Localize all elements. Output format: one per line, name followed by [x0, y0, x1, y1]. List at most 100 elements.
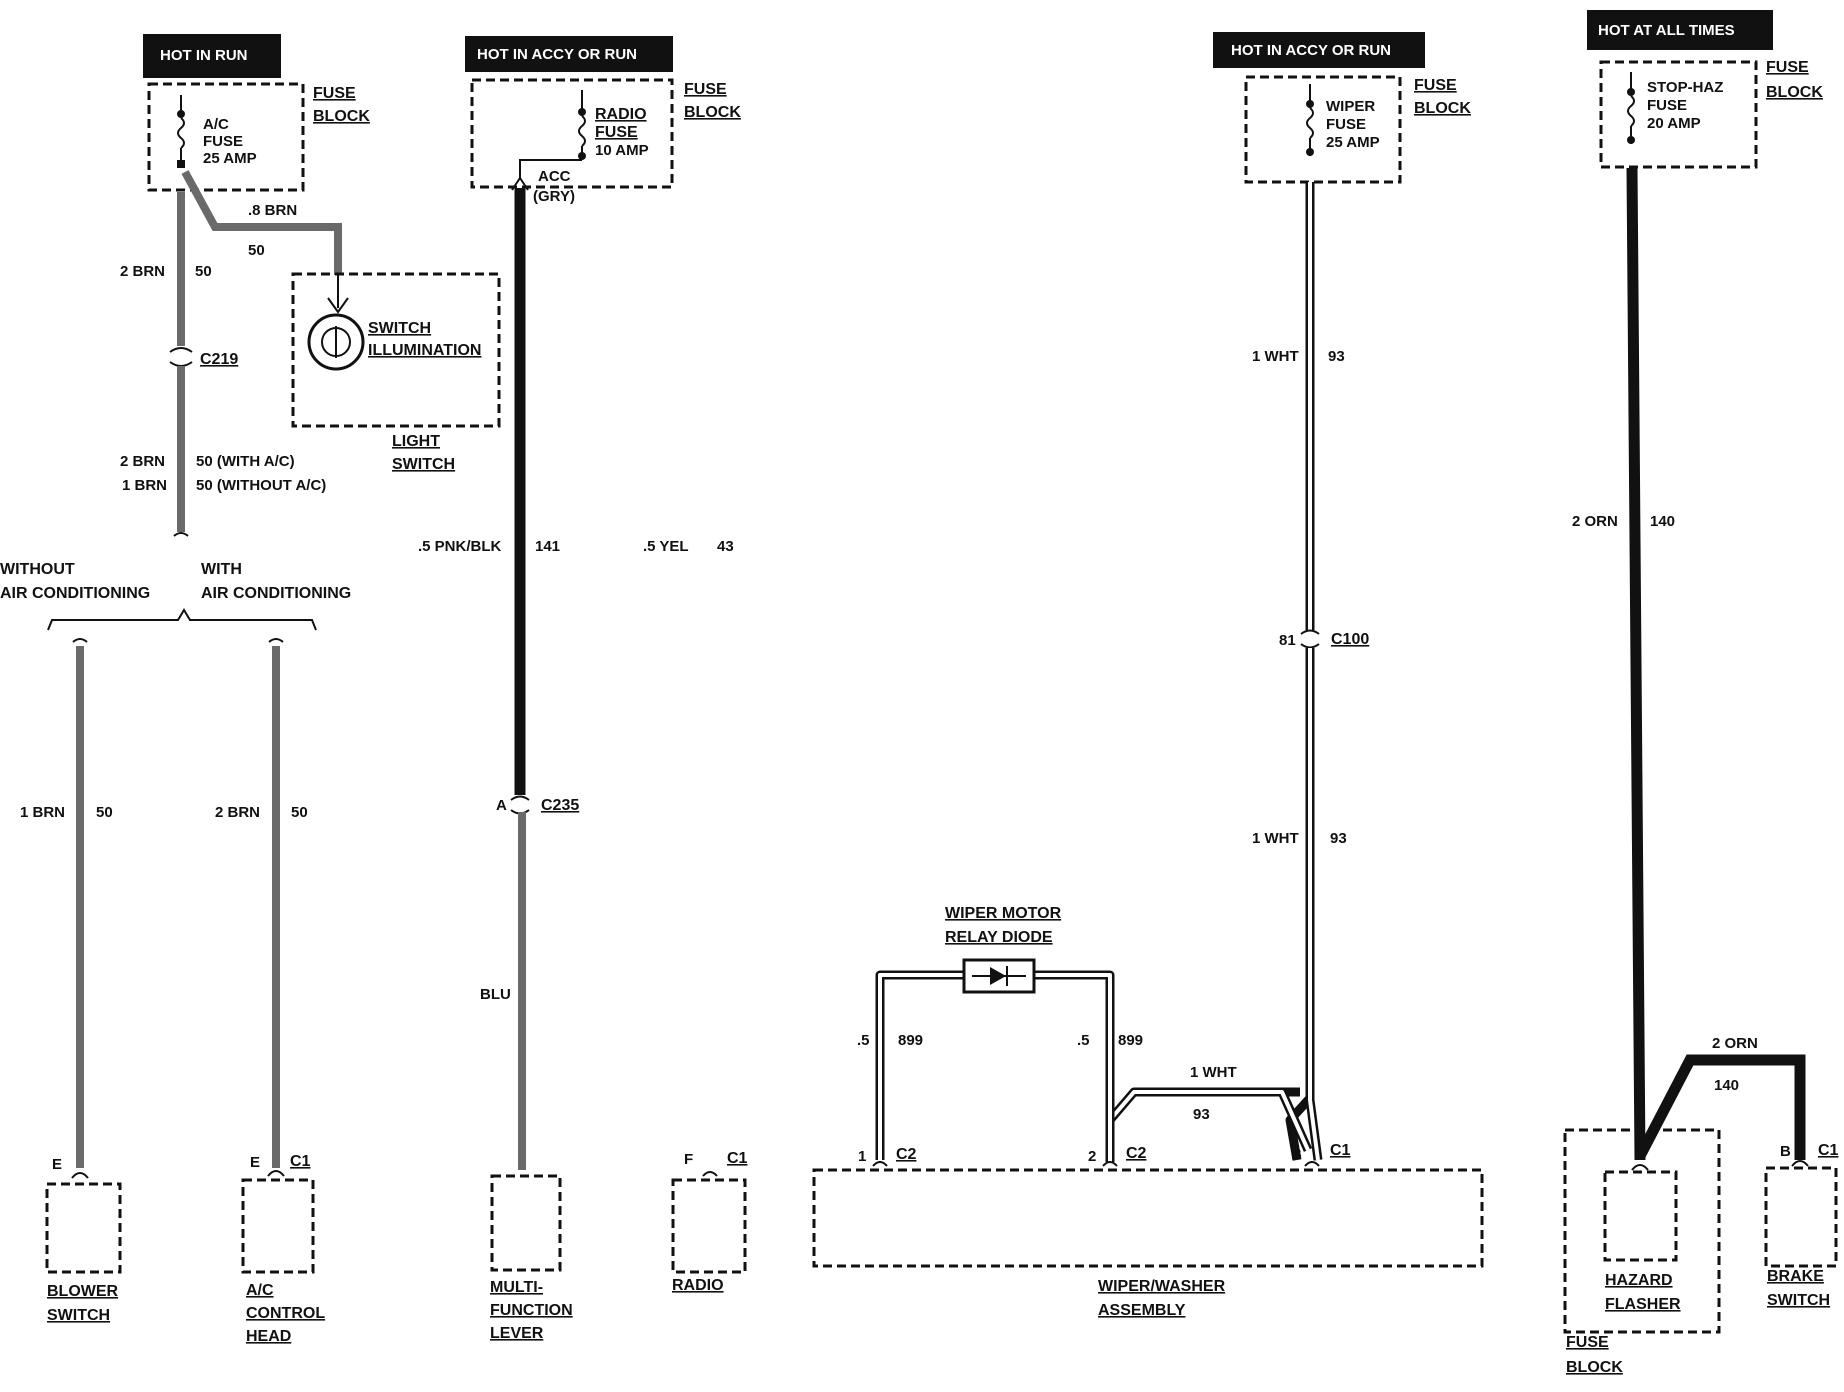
svg-text:2: 2 [1088, 1148, 1096, 1165]
wire-2orn-brake [1635, 1054, 1806, 1160]
svg-text:C100: C100 [1331, 631, 1369, 648]
svg-text:LEVER: LEVER [490, 1325, 544, 1342]
svg-text:WIPER: WIPER [1326, 98, 1375, 115]
svg-text:2 ORN: 2 ORN [1572, 513, 1618, 530]
svg-text:1 BRN: 1 BRN [20, 804, 65, 821]
hazard-flasher: HAZARD FLASHER FUSE BLOCK [1563, 1128, 1721, 1376]
svg-text:141: 141 [535, 538, 560, 555]
svg-text:WIPER MOTOR: WIPER MOTOR [945, 905, 1062, 922]
svg-text:HOT AT ALL TIMES: HOT AT ALL TIMES [1598, 22, 1735, 39]
wiper-fuse-block: WIPER FUSE 25 AMP FUSE BLOCK [1244, 75, 1471, 184]
svg-text:.8 BRN: .8 BRN [248, 202, 297, 219]
svg-text:2 ORN: 2 ORN [1712, 1035, 1758, 1052]
svg-text:899: 899 [898, 1032, 923, 1049]
ac-fuse-label-2: FUSE [203, 133, 243, 150]
svg-text:93: 93 [1328, 348, 1345, 365]
svg-text:MULTI-: MULTI- [490, 1279, 543, 1296]
hot-at-all-times-header: HOT AT ALL TIMES [1587, 10, 1773, 50]
svg-text:FUSE: FUSE [1647, 97, 1687, 114]
svg-text:50: 50 [96, 804, 113, 821]
svg-text:.5: .5 [857, 1032, 870, 1049]
svg-text:1 WHT: 1 WHT [1190, 1064, 1237, 1081]
svg-text:1 WHT: 1 WHT [1252, 830, 1299, 847]
ac-fuse-block: A/C FUSE 25 AMP FUSE BLOCK [147, 82, 370, 192]
svg-text:C1: C1 [1818, 1142, 1839, 1159]
svg-text:WITHOUT: WITHOUT [0, 561, 75, 578]
hot-in-accy-header-left: HOT IN ACCY OR RUN [465, 36, 673, 72]
svg-text:FUSE: FUSE [1414, 77, 1457, 94]
svg-text:C235: C235 [541, 797, 579, 814]
fuse-block-label-1: FUSE [313, 85, 356, 102]
svg-text:A: A [496, 797, 507, 814]
acc-color: (GRY) [533, 188, 575, 205]
svg-text:FLASHER: FLASHER [1605, 1296, 1681, 1313]
svg-text:HOT IN ACCY OR RUN: HOT IN ACCY OR RUN [1231, 42, 1391, 59]
svg-text:F: F [684, 1151, 693, 1168]
svg-text:BLOCK: BLOCK [1414, 100, 1471, 117]
svg-text:BLOCK: BLOCK [1766, 84, 1823, 101]
svg-text:RADIO: RADIO [595, 106, 647, 123]
wire-8brn [181, 170, 342, 275]
connector-c100: 81 C100 [1279, 629, 1369, 649]
radio-fuse-block: RADIO FUSE 10 AMP ACC (GRY) FUSE BLOCK [470, 78, 741, 205]
svg-text:SWITCH: SWITCH [47, 1307, 110, 1324]
svg-text:ILLUMINATION: ILLUMINATION [368, 342, 481, 359]
svg-text:10 AMP: 10 AMP [595, 142, 649, 159]
ac-fuse-label-1: A/C [203, 116, 229, 133]
svg-text:C1: C1 [290, 1153, 311, 1170]
connector-c235: A C235 [496, 795, 579, 815]
svg-text:93: 93 [1193, 1106, 1210, 1123]
svg-text:C2: C2 [896, 1146, 917, 1163]
svg-text:2 BRN: 2 BRN [120, 453, 165, 470]
svg-text:C1: C1 [1330, 1142, 1351, 1159]
acc-label: ACC [538, 168, 571, 185]
svg-text:50: 50 [291, 804, 308, 821]
svg-text:WIPER/WASHER: WIPER/WASHER [1098, 1278, 1226, 1295]
wire-1wht-lower [1308, 648, 1320, 1161]
fuse-block-label-2: BLOCK [313, 108, 370, 125]
svg-text:SWITCH: SWITCH [1767, 1292, 1830, 1309]
svg-text:ASSEMBLY: ASSEMBLY [1098, 1302, 1186, 1319]
svg-text:.5 YEL: .5 YEL [643, 538, 689, 555]
svg-text:899: 899 [1118, 1032, 1143, 1049]
svg-text:FUSE: FUSE [684, 81, 727, 98]
svg-text:FUSE: FUSE [1766, 59, 1809, 76]
svg-text:RADIO: RADIO [672, 1277, 724, 1294]
svg-text:LIGHT: LIGHT [392, 433, 440, 450]
svg-text:E: E [250, 1154, 260, 1171]
svg-text:B: B [1291, 1146, 1302, 1163]
svg-text:E: E [52, 1156, 62, 1173]
svg-text:50: 50 [195, 263, 212, 280]
wiper-motor-relay-diode: WIPER MOTOR RELAY DIODE [945, 905, 1062, 994]
svg-text:FUSE: FUSE [1326, 116, 1366, 133]
stophaz-fuse-block: STOP-HAZ FUSE 20 AMP FUSE BLOCK [1599, 59, 1823, 169]
svg-text:43: 43 [717, 538, 734, 555]
svg-text:.5: .5 [1077, 1032, 1090, 1049]
hot-in-run-header: HOT IN RUN [143, 34, 281, 78]
svg-text:93: 93 [1330, 830, 1347, 847]
svg-text:140: 140 [1714, 1077, 1739, 1094]
wire-899 [878, 973, 1112, 1160]
svg-text:C219: C219 [200, 351, 238, 368]
svg-text:1 BRN: 1 BRN [122, 477, 167, 494]
svg-text:50: 50 [248, 242, 265, 259]
svg-text:25 AMP: 25 AMP [1326, 134, 1380, 151]
svg-text:B: B [1780, 1143, 1791, 1160]
radio: F C1 RADIO [671, 1150, 748, 1294]
svg-text:.5 PNK/BLK: .5 PNK/BLK [418, 538, 502, 555]
svg-text:HEAD: HEAD [246, 1328, 291, 1345]
blower-switch: E BLOWER SWITCH [45, 1156, 122, 1324]
svg-text:SWITCH: SWITCH [368, 320, 431, 337]
light-switch: SWITCH ILLUMINATION LIGHT SWITCH [291, 272, 501, 473]
svg-text:140: 140 [1650, 513, 1675, 530]
ac-control-head: E C1 A/C CONTROL HEAD [241, 1153, 325, 1345]
svg-text:AIR CONDITIONING: AIR CONDITIONING [201, 585, 351, 602]
svg-text:FUSE: FUSE [1566, 1334, 1609, 1351]
branch-bracket [47, 608, 317, 631]
svg-text:WITH: WITH [201, 561, 242, 578]
svg-text:CONTROL: CONTROL [246, 1305, 325, 1322]
svg-text:HAZARD: HAZARD [1605, 1272, 1673, 1289]
svg-text:81: 81 [1279, 632, 1296, 649]
svg-text:BLU: BLU [480, 986, 511, 1003]
